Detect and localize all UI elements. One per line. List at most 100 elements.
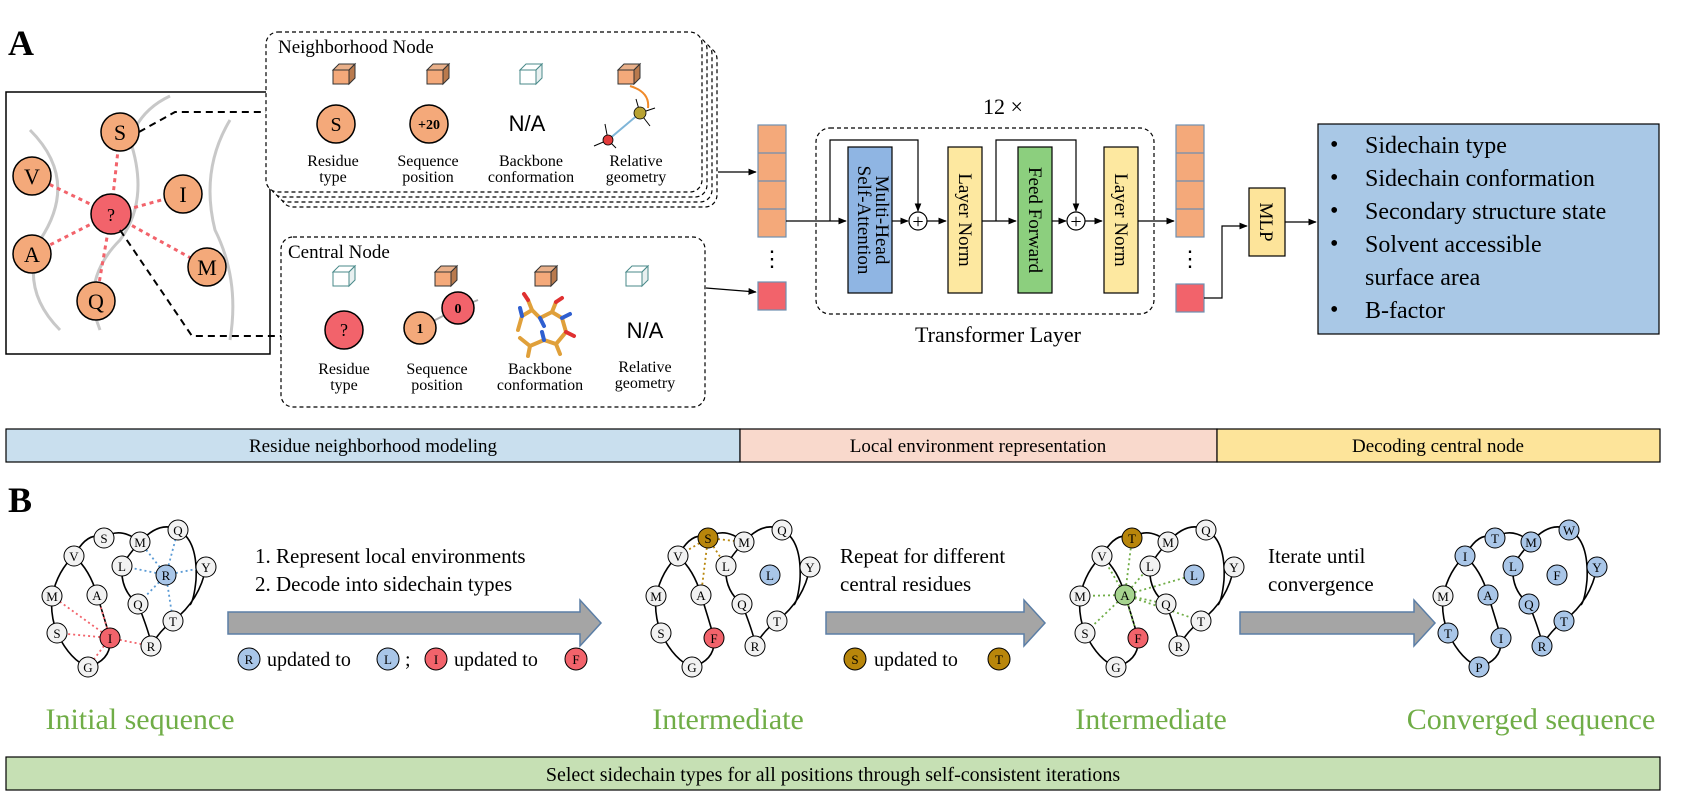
residue-node (1195, 519, 1217, 541)
layer-norm-2-label: Layer Norm (1110, 173, 1131, 267)
c-label-backbone-2: conformation (497, 377, 583, 394)
legend-semicolon: ; (405, 649, 411, 671)
panel-b-label: B (8, 480, 32, 520)
legend-updated-3: updated to (874, 649, 958, 671)
residue-node (667, 545, 689, 567)
step-2-line-1: Repeat for different (840, 544, 1005, 568)
nb-label-backbone-1: Backbone (499, 153, 563, 170)
nb-node-a: A (24, 242, 40, 267)
stage-1-label: Residue neighborhood modeling (249, 436, 498, 457)
residue-node (129, 531, 151, 553)
residue-node (1139, 555, 1161, 577)
step-2-line-2: central residues (840, 572, 971, 596)
residue-letter: L (766, 568, 774, 583)
residue-node (681, 656, 703, 678)
residue-node (731, 593, 753, 615)
c-label-seq-1: Sequence (406, 361, 467, 378)
title-initial: Initial sequence (45, 703, 234, 736)
residue-node (1121, 527, 1143, 549)
legend-r: R (245, 652, 254, 667)
residue-letter: Y (1229, 560, 1239, 575)
residue-node (645, 585, 667, 607)
residue-node (1502, 555, 1524, 577)
residue-letter: L (1509, 559, 1517, 574)
residue-letter: S (1081, 626, 1088, 641)
output-item: Sidechain conformation (1365, 166, 1595, 192)
step-1-line-1: 1. Represent local environments (255, 544, 526, 568)
c-residue-letter: ? (340, 320, 348, 340)
residue-node (1586, 556, 1608, 578)
residue-letter: R (147, 639, 156, 654)
output-ellipsis: ⋮ (1179, 246, 1201, 271)
c-seq-a: 1 (417, 322, 424, 337)
interaction-link (56, 632, 111, 639)
central-node-title: Central Node (288, 242, 390, 263)
residue-letter: A (1120, 588, 1130, 603)
residue-letter: V (1097, 549, 1107, 564)
nb-node-s: S (114, 120, 126, 145)
nb-node-m: M (197, 255, 217, 280)
residue-node (1114, 584, 1136, 606)
interaction-link (51, 595, 111, 639)
residue-node (1127, 627, 1149, 649)
panel-a-label: A (8, 23, 34, 63)
bullet: • (1330, 165, 1338, 191)
mha-block (847, 146, 893, 294)
residue-letter: I (1499, 631, 1503, 646)
bullet: • (1330, 198, 1338, 224)
residue-letter: M (134, 535, 146, 550)
nb-node-i: I (179, 182, 186, 207)
step-1-arrow (227, 598, 603, 648)
residue-node (1531, 635, 1553, 657)
residue-node (46, 622, 68, 644)
residue-letter: T (169, 614, 177, 629)
residue-node (1155, 593, 1177, 615)
residue-letter: Y (805, 560, 815, 575)
residue-letter: F (1553, 568, 1560, 583)
residue-node (650, 622, 672, 644)
legend-updated-2: updated to (454, 649, 538, 671)
center-node: ? (107, 205, 115, 225)
residue-letter: Q (737, 597, 747, 612)
residue-node (1168, 635, 1190, 657)
neighborhood-sketch: S V I A M Q ? (5, 91, 282, 355)
c-label-relgeom-2: geometry (615, 375, 675, 392)
residue-letter: I (1463, 549, 1467, 564)
nb-node-q: Q (88, 289, 104, 314)
nb-label-seq-1: Sequence (397, 153, 458, 170)
residue-node (1223, 556, 1245, 578)
residue-node (771, 519, 793, 541)
residue-node (195, 556, 217, 578)
legend-l: L (384, 652, 392, 667)
nb-label-seq-2: position (402, 169, 454, 186)
residue-node (41, 585, 63, 607)
residue-node (799, 556, 821, 578)
residue-node (1490, 627, 1512, 649)
residue-letter: S (704, 531, 711, 546)
output-item: Secondary structure state (1365, 199, 1606, 225)
residue-node (86, 584, 108, 606)
residue-node (1553, 610, 1575, 632)
nb-node-v: V (24, 164, 40, 189)
transformer-caption: Transformer Layer (915, 322, 1082, 347)
output-item: Solvent accessible (1365, 232, 1542, 258)
neighborhood-node-box: Neighborhood Node S +20 N/A (265, 31, 718, 208)
step-2-arrow (825, 598, 1047, 648)
residue-letter: M (650, 589, 662, 604)
mlp-block: MLP (1248, 187, 1317, 257)
residue-letter: S (53, 626, 60, 641)
mha-line-1: Multi-Head (871, 176, 892, 265)
step-3: Iterate until convergence (1239, 544, 1437, 648)
residue-node (127, 593, 149, 615)
residue-letter: Q (133, 597, 143, 612)
mlp-label: MLP (1255, 202, 1276, 241)
feed-forward-label: Feed Forward (1024, 167, 1045, 274)
bullet: • (1330, 132, 1338, 158)
add-plus-2: + (1070, 211, 1081, 233)
title-converged: Converged sequence (1407, 703, 1656, 736)
residue-node (1558, 519, 1580, 541)
neighborhood-node-title: Neighborhood Node (278, 37, 434, 58)
residue-letter: Q (1201, 523, 1211, 538)
